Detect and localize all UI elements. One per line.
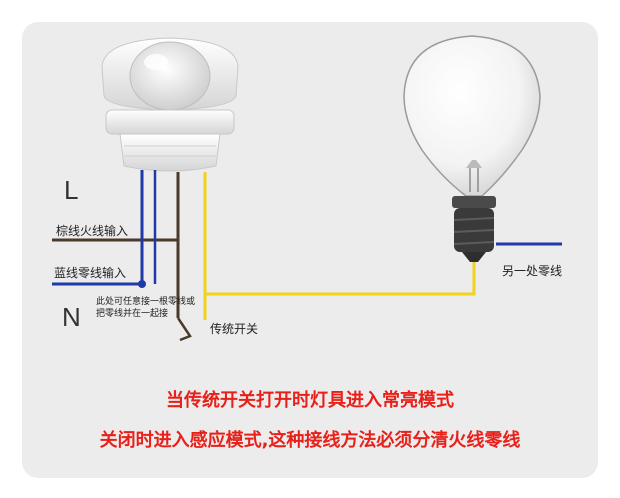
- brown-input-label: 棕线火线输入: [56, 224, 129, 238]
- other-neutral-label: 另一处零线: [502, 264, 563, 278]
- caption-line-2: 关闭时进入感应模式,这种接线方法必须分清火线零线: [99, 430, 521, 451]
- light-bulb: [403, 35, 541, 262]
- neutral-note: 此处可任意接一根零线或把零线并在一起接: [96, 297, 196, 319]
- blue-input-label: 蓝线零线输入: [54, 266, 127, 280]
- neutral-letter: N: [62, 302, 81, 332]
- caption-line-1: 当传统开关打开时灯具进入常亮模式: [166, 390, 454, 411]
- live-letter: L: [64, 175, 79, 205]
- pir-sensor: [101, 37, 239, 172]
- yellow-wire: [203, 172, 476, 296]
- junction-dot: [138, 280, 146, 288]
- switch-label: 传统开关: [210, 322, 259, 336]
